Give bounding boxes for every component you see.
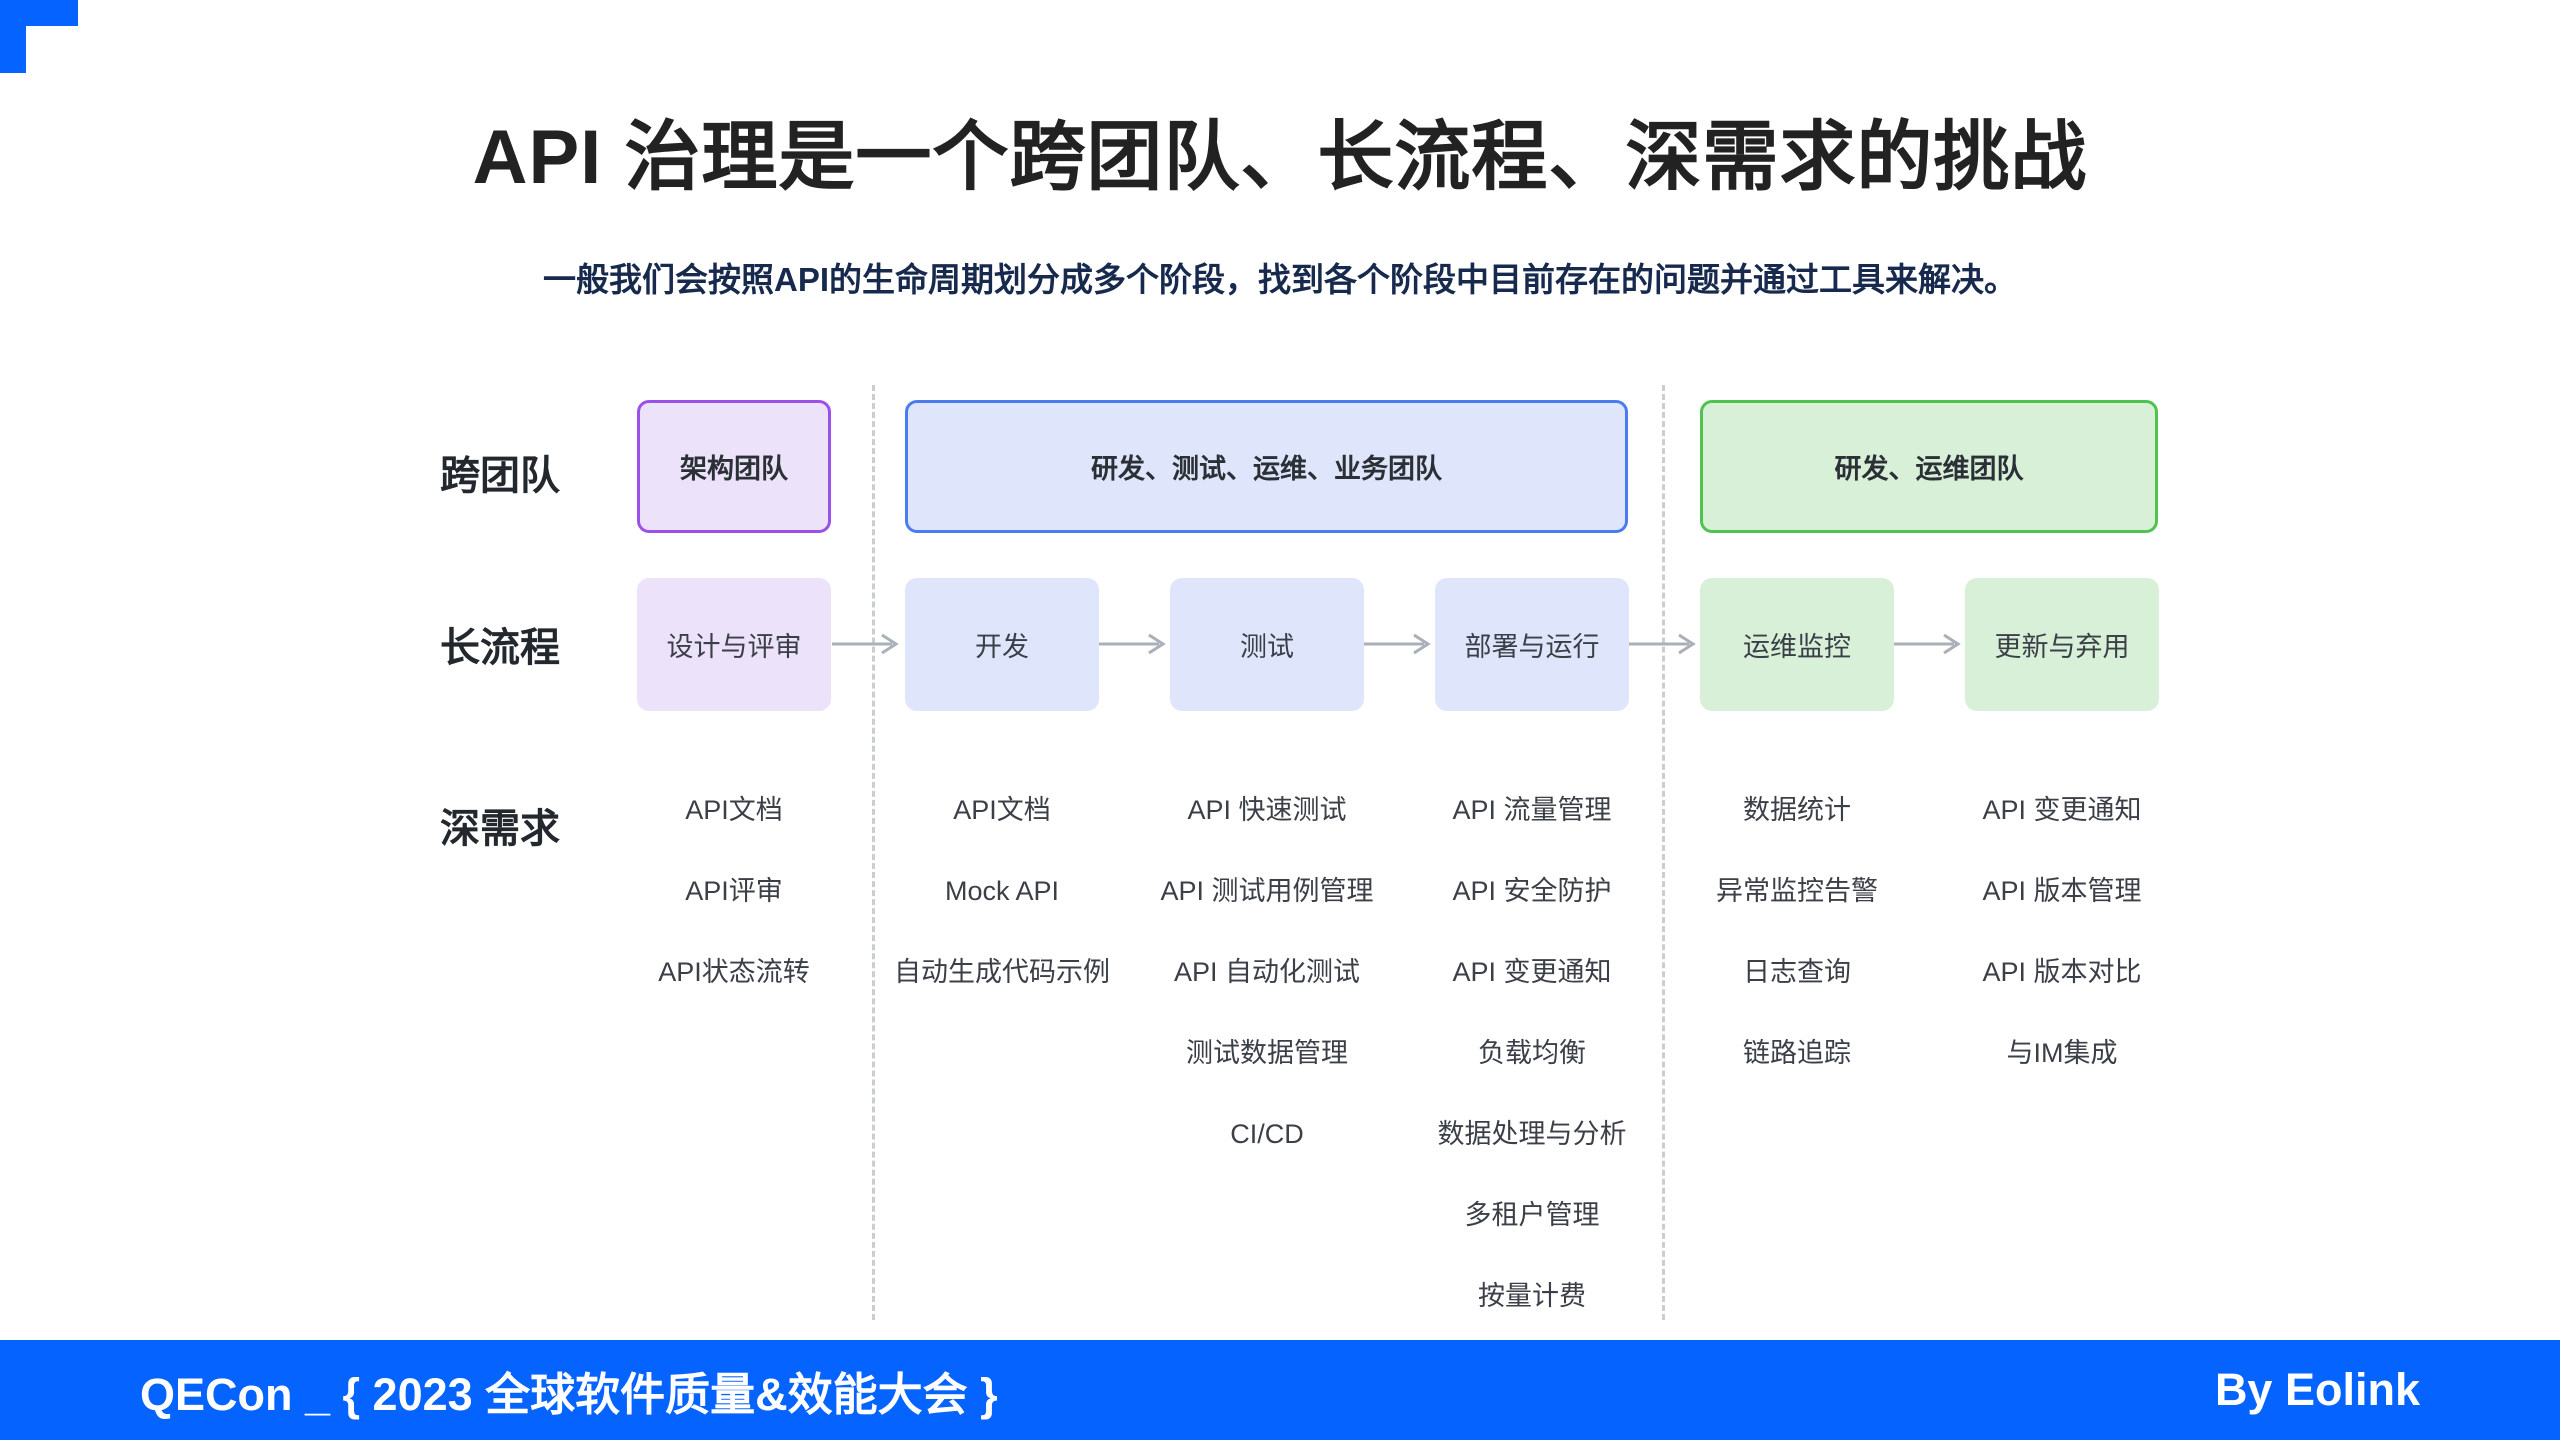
- footer-bar: QECon _ { 2023 全球软件质量&效能大会 } By Eolink: [0, 1340, 2560, 1440]
- process-box-label: 设计与评审: [666, 632, 802, 662]
- row-label-teams: 跨团队: [440, 454, 560, 498]
- process-arrow-1: [832, 630, 904, 658]
- section-divider-1: [872, 385, 875, 1320]
- need-item: API 自动化测试: [1173, 957, 1361, 987]
- needs-column-2: API文档 Mock API 自动生成代码示例: [862, 790, 1142, 1033]
- process-box-label: 开发: [975, 632, 1029, 662]
- page-title: API 治理是一个跨团队、长流程、深需求的挑战: [472, 115, 2088, 200]
- corner-bar-vertical: [0, 0, 26, 73]
- need-item: 异常监控告警: [1716, 876, 1878, 906]
- need-item: 多租户管理: [1464, 1200, 1600, 1230]
- page-subtitle: 一般我们会按照API的生命周期划分成多个阶段，找到各个阶段中目前存在的问题并通过…: [542, 261, 2017, 298]
- process-arrow-3: [1363, 630, 1436, 658]
- process-arrow-4: [1628, 630, 1701, 658]
- need-item: API文档: [953, 795, 1051, 825]
- need-item: 按量计费: [1478, 1281, 1586, 1311]
- process-box-4: 部署与运行: [1435, 578, 1629, 711]
- need-item: API 测试用例管理: [1160, 876, 1374, 906]
- process-box-label: 运维监控: [1743, 632, 1851, 662]
- team-box-label: 架构团队: [680, 454, 788, 484]
- need-item: CI/CD: [1230, 1119, 1304, 1149]
- process-box-6: 更新与弃用: [1965, 578, 2159, 711]
- team-box-label: 研发、测试、运维、业务团队: [1091, 454, 1442, 484]
- team-box-3: 研发、运维团队: [1700, 400, 2158, 533]
- need-item: 与IM集成: [2006, 1038, 2118, 1068]
- section-divider-2: [1662, 385, 1665, 1320]
- need-item: API状态流转: [658, 957, 810, 987]
- process-box-label: 更新与弃用: [1994, 632, 2130, 662]
- team-box-label: 研发、运维团队: [1834, 454, 2024, 484]
- need-item: API文档: [685, 795, 783, 825]
- need-item: API 变更通知: [1982, 795, 2142, 825]
- row-label-needs: 深需求: [440, 807, 560, 851]
- need-item: API 版本管理: [1982, 876, 2142, 906]
- need-item: API 安全防护: [1452, 876, 1612, 906]
- need-item: 自动生成代码示例: [894, 957, 1110, 987]
- need-item: 链路追踪: [1743, 1038, 1851, 1068]
- process-arrow-2: [1098, 630, 1171, 658]
- process-box-1: 设计与评审: [637, 578, 831, 711]
- need-item: 日志查询: [1743, 957, 1851, 987]
- need-item: API 变更通知: [1452, 957, 1612, 987]
- need-item: 负载均衡: [1478, 1038, 1586, 1068]
- need-item: 测试数据管理: [1186, 1038, 1348, 1068]
- team-box-1: 架构团队: [637, 400, 831, 533]
- need-item: API 流量管理: [1452, 795, 1612, 825]
- process-box-3: 测试: [1170, 578, 1364, 711]
- process-box-label: 测试: [1240, 632, 1294, 662]
- needs-column-3: API 快速测试 API 测试用例管理 API 自动化测试测试数据管理 CI/CD: [1127, 790, 1407, 1195]
- need-item: API 快速测试: [1187, 795, 1347, 825]
- process-box-5: 运维监控: [1700, 578, 1894, 711]
- footer-conference-label: QECon _ { 2023 全球软件质量&效能大会 }: [140, 1368, 998, 1420]
- need-item: API评审: [685, 876, 783, 906]
- need-item: API 版本对比: [1982, 957, 2142, 987]
- needs-column-1: API文档 API评审 API状态流转: [594, 790, 874, 1033]
- team-box-2: 研发、测试、运维、业务团队: [905, 400, 1628, 533]
- process-arrow-5: [1893, 630, 1966, 658]
- need-item: Mock API: [944, 876, 1060, 906]
- needs-column-5: 数据统计异常监控告警日志查询链路追踪: [1657, 790, 1937, 1114]
- need-item: 数据处理与分析: [1437, 1119, 1627, 1149]
- row-label-process: 长流程: [440, 626, 560, 670]
- process-box-2: 开发: [905, 578, 1099, 711]
- footer-brand-label: By Eolink: [2214, 1364, 2420, 1415]
- process-box-label: 部署与运行: [1464, 632, 1600, 662]
- corner-bracket-icon: [0, 0, 78, 73]
- needs-column-6: API 变更通知 API 版本管理 API 版本对比与IM集成: [1922, 790, 2202, 1114]
- need-item: 数据统计: [1743, 795, 1851, 825]
- needs-column-4: API 流量管理 API 安全防护 API 变更通知负载均衡数据处理与分析多租户管理…: [1392, 790, 1672, 1357]
